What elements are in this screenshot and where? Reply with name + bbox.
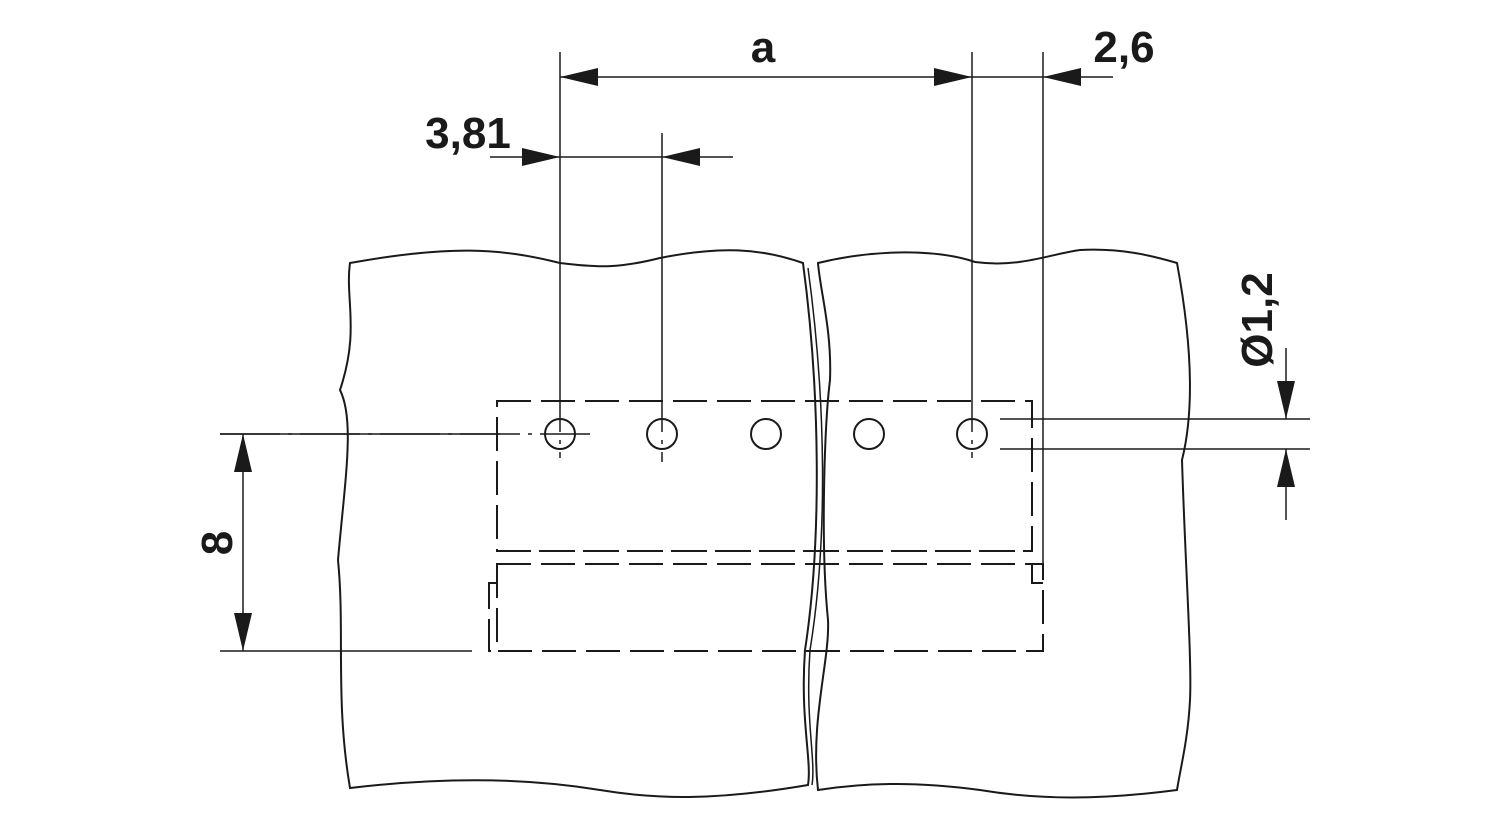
hole-4-icon bbox=[853, 418, 885, 450]
board-right-outline bbox=[815, 248, 1192, 799]
footprint-upper-dashed-rect bbox=[496, 400, 1033, 552]
dimension-label-a: a bbox=[751, 23, 776, 72]
arrowhead-2-6 bbox=[1043, 68, 1081, 86]
board-break-seam bbox=[807, 267, 824, 786]
arrowhead-8-top bbox=[234, 434, 252, 472]
dimension-label-8: 8 bbox=[193, 531, 242, 555]
arrowhead-a-left bbox=[560, 68, 598, 86]
arrowhead-a-right bbox=[934, 68, 972, 86]
dimension-label-diameter: Ø1,2 bbox=[1233, 272, 1282, 367]
footprint-lower-dashed-rect bbox=[496, 563, 1044, 652]
board-left-outline bbox=[336, 249, 818, 798]
footprint-lower-right-notch bbox=[1031, 564, 1043, 584]
arrowhead-dia-bottom bbox=[1277, 449, 1295, 487]
arrowhead-3-81-right bbox=[662, 148, 700, 166]
arrowhead-dia-top bbox=[1277, 381, 1295, 419]
dimension-label-3-81: 3,81 bbox=[425, 109, 511, 158]
hole-3-icon bbox=[750, 418, 782, 450]
arrowhead-8-bottom bbox=[234, 613, 252, 651]
dimension-label-2-6: 2,6 bbox=[1093, 23, 1154, 72]
footprint-lower-left-notch bbox=[488, 582, 497, 652]
arrowhead-3-81-left bbox=[522, 148, 560, 166]
